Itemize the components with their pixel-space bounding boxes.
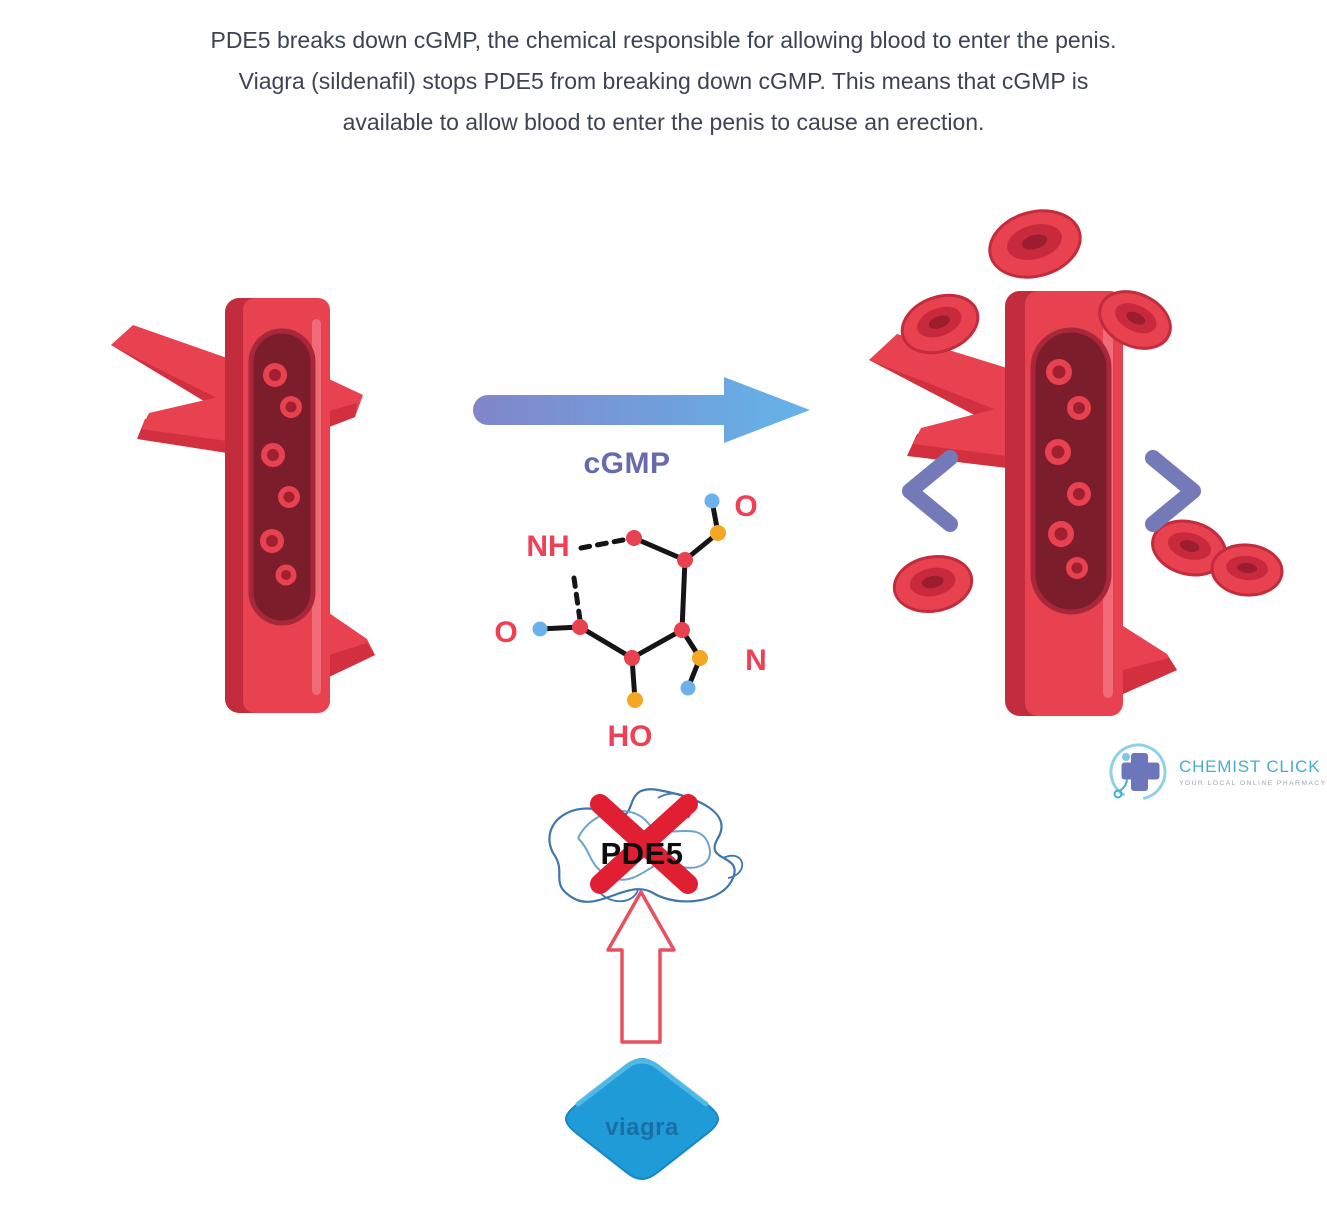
logo-stethoscope-tube — [1119, 778, 1128, 792]
molecule-label-ho: HO — [608, 720, 653, 753]
header-line-1: PDE5 breaks down cGMP, the chemical resp… — [210, 27, 1117, 53]
header-text: PDE5 breaks down cGMP, the chemical resp… — [0, 20, 1327, 143]
chemist-click-logo-mark — [1109, 743, 1167, 801]
cgmp-arrow-icon — [473, 377, 810, 443]
pde5-label: PDE5 — [600, 836, 684, 871]
inhibition-up-arrow-icon — [606, 890, 676, 1044]
logo-stethoscope-head — [1113, 789, 1123, 799]
vessel2-twig — [913, 406, 1007, 456]
chemist-click-logo: CHEMIST CLICK YOUR LOCAL ONLINE PHARMACY — [1105, 736, 1327, 808]
vessel-nub-right-shadow — [329, 403, 357, 427]
vessel-branch-lower-twig-top — [141, 395, 227, 441]
rbc-icon — [900, 293, 980, 355]
logo-name: CHEMIST CLICK — [1179, 757, 1321, 776]
pde5-enzyme-blocked-illustration — [548, 788, 744, 903]
rbc-icon — [1151, 519, 1227, 577]
pill-body — [564, 1057, 720, 1181]
cgmp-molecule-illustration: NH O O N HO — [494, 490, 767, 753]
header-line-2: Viagra (sildenafil) stops PDE5 from brea… — [238, 68, 1089, 94]
viagra-pill-label: viagra — [605, 1114, 679, 1141]
vessel2-branch-bottom-right-shadow — [1123, 658, 1177, 694]
vessel-branch-upper-left — [111, 325, 227, 403]
pill-highlight — [575, 1058, 709, 1107]
logo-tagline: YOUR LOCAL ONLINE PHARMACY — [1179, 780, 1327, 787]
vessel2-blood-cells — [1045, 359, 1091, 579]
molecule-label-o-left: O — [494, 616, 517, 649]
molecule-label-n: N — [745, 644, 767, 677]
logo-accent-dot — [1122, 753, 1130, 761]
dilation-chevrons — [902, 450, 1201, 532]
molecule-label-o-top: O — [734, 490, 757, 523]
rbc-icon — [988, 209, 1082, 279]
vessel2-branch-upper-left — [869, 334, 1007, 414]
vessel-branch-bottom-right-shadow — [329, 643, 375, 677]
red-x-icon — [590, 794, 698, 894]
rbc-icon — [892, 555, 974, 613]
header-line-3: available to allow blood to enter the pe… — [342, 109, 985, 135]
chevron-right-icon — [1145, 450, 1201, 532]
blood-cells-group — [260, 363, 302, 586]
logo-cross-horizontal — [1121, 762, 1160, 780]
molecule-atoms — [532, 493, 726, 708]
rbc-icon — [1210, 543, 1284, 597]
molecule-label-nh: NH — [526, 530, 569, 563]
constricted-vessel-illustration — [111, 298, 375, 713]
rbc-group — [892, 209, 1284, 613]
rbc-icon — [1098, 290, 1172, 350]
viagra-pill-illustration — [564, 1057, 720, 1181]
dilated-vessel-illustration — [869, 209, 1284, 716]
chevron-left-icon — [902, 450, 958, 532]
cgmp-label: cGMP — [583, 447, 671, 480]
